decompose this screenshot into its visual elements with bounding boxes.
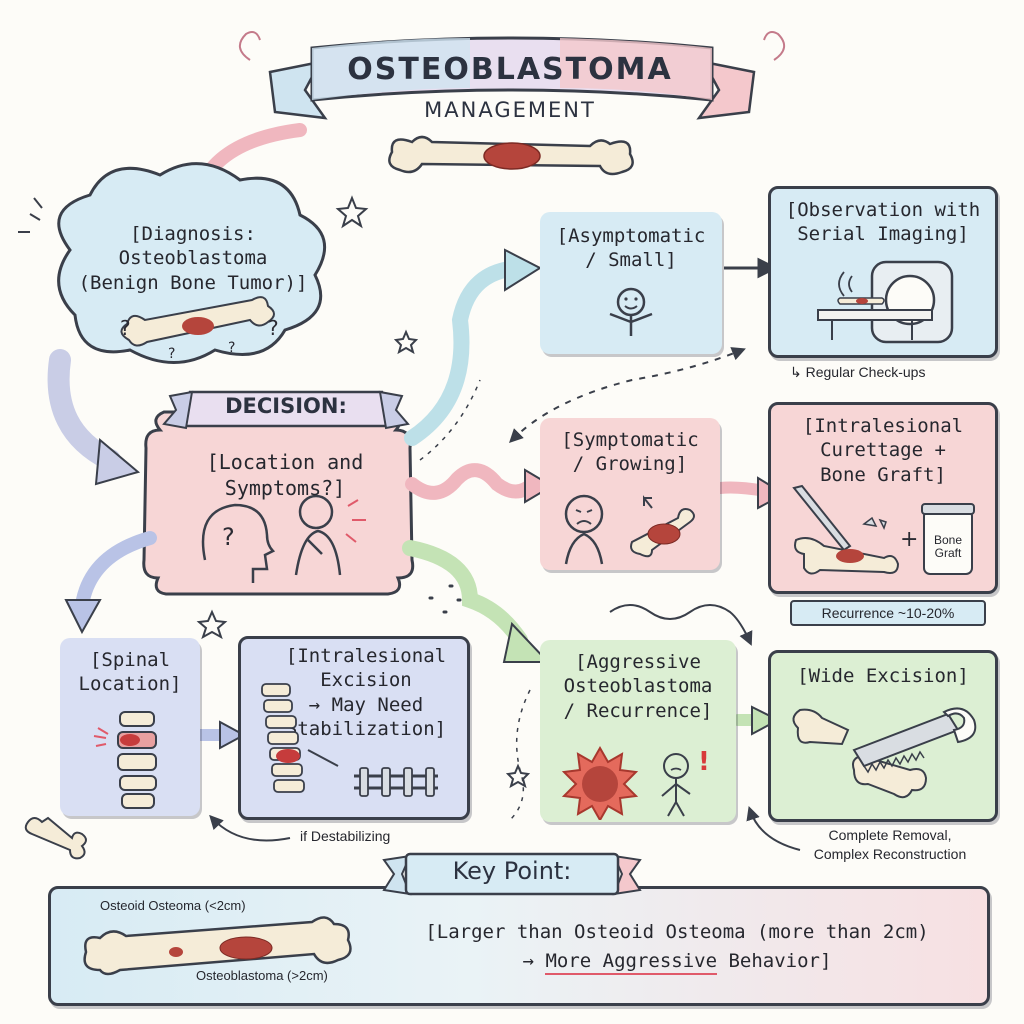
svg-text:!: ! bbox=[698, 747, 710, 777]
key-point-line-2: → More Aggressive Behavior] bbox=[372, 947, 982, 976]
symptomatic-text: [Symptomatic / Growing] bbox=[561, 429, 699, 476]
arrow-decision-to-symptomatic bbox=[405, 463, 539, 500]
aggressive-text: [Aggressive Osteoblastoma / Recurrence] bbox=[563, 651, 713, 722]
tumor-burst-icon: ! bbox=[561, 745, 710, 820]
mri-scanner-icon bbox=[817, 260, 954, 344]
smiley-icon bbox=[609, 287, 653, 336]
observation-text: [Observation with Serial Imaging] bbox=[785, 199, 981, 246]
title-ribbon bbox=[239, 31, 785, 120]
key-point-ribbon bbox=[382, 852, 642, 896]
key-point-text: [Larger than Osteoid Osteoma (more than … bbox=[372, 918, 982, 975]
question-icon: ? bbox=[120, 316, 131, 340]
page-subtitle: MANAGEMENT bbox=[424, 98, 596, 122]
symptomatic-box bbox=[540, 418, 720, 570]
scalpel-icon: + bbox=[792, 484, 975, 575]
arrow-decision-to-asymptomatic bbox=[404, 260, 528, 446]
thinking-head-icon: ? bbox=[201, 503, 276, 583]
diagnosis-bone-icon bbox=[120, 296, 275, 347]
question-icon: ? bbox=[168, 346, 175, 362]
arrow-decision-to-spinal bbox=[75, 531, 157, 612]
asymptomatic-text: [Asymptomatic / Small] bbox=[556, 225, 706, 272]
bone-icon bbox=[24, 816, 87, 860]
decision-box bbox=[142, 410, 415, 596]
question-icon: ? bbox=[228, 340, 235, 356]
decision-text: [Location and Symptoms?] bbox=[206, 450, 364, 500]
excision-note: if Destabilizing bbox=[300, 828, 391, 844]
spine-icon bbox=[93, 711, 157, 809]
key-bone-icon bbox=[83, 916, 352, 976]
pain-figure-icon bbox=[294, 494, 366, 576]
observation-note: ↳ Regular Check-ups bbox=[790, 364, 926, 380]
arrow-diagnosis-to-decision bbox=[47, 349, 121, 471]
page-title: OSTEOBLASTOMA bbox=[347, 52, 673, 87]
wide-excision-text: [Wide Excision] bbox=[797, 665, 969, 687]
excision-text: [Intralesional Excision → May Need Stabi… bbox=[285, 645, 447, 740]
title-bone-icon bbox=[388, 135, 634, 176]
svg-text:+: + bbox=[900, 527, 918, 552]
svg-text:?: ? bbox=[222, 523, 235, 551]
key-point-label: Key Point: bbox=[452, 857, 572, 885]
osteoblastoma-label: Osteoblastoma (>2cm) bbox=[196, 968, 328, 983]
sad-face-icon bbox=[564, 494, 695, 565]
wide-excision-note: Complete Removal,Complex Reconstruction bbox=[813, 827, 967, 862]
recurrence-badge: Recurrence ~10-20% bbox=[790, 600, 986, 626]
saw-icon bbox=[792, 707, 977, 799]
diagnosis-text: [Diagnosis: Osteoblastoma (Benign Bone T… bbox=[78, 223, 308, 294]
rod-screw-icon bbox=[261, 683, 438, 797]
decision-label: DECISION: bbox=[225, 394, 347, 418]
key-point-line-1: [Larger than Osteoid Osteoma (more than … bbox=[425, 921, 929, 943]
curettage-text: [Intralesional Curettage + Bone Graft] bbox=[802, 415, 964, 486]
osteoid-label: Osteoid Osteoma (<2cm) bbox=[100, 898, 246, 913]
spinal-text: [Spinal Location] bbox=[78, 649, 182, 696]
arrow-decision-to-aggressive bbox=[402, 540, 528, 648]
question-icon: ? bbox=[268, 316, 279, 340]
